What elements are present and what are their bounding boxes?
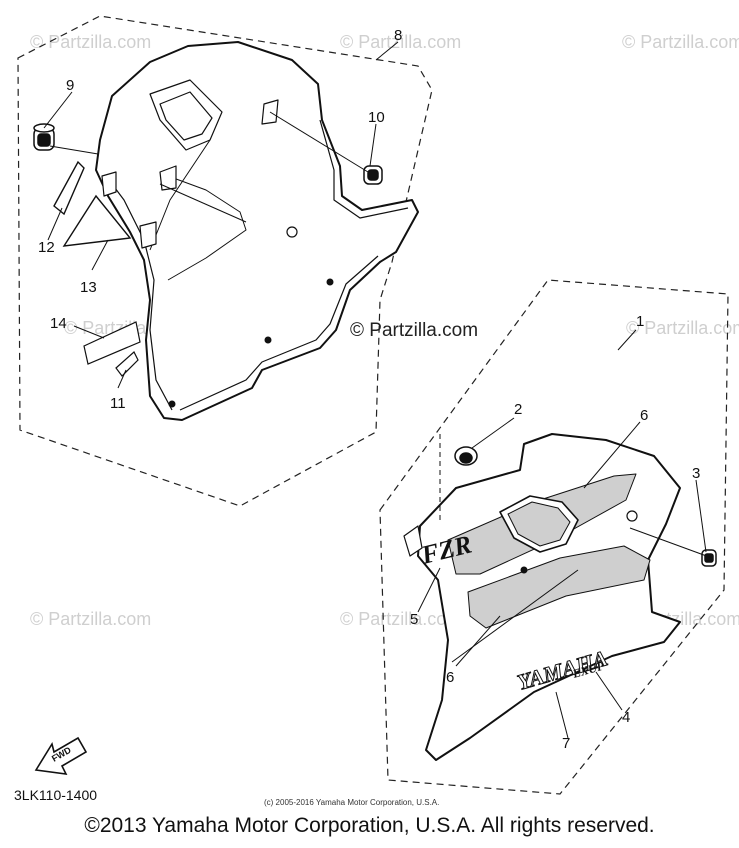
upper-cowling-hole: [286, 226, 298, 238]
watermark-center: © Partzilla.com: [350, 320, 478, 341]
side-cowling-rivet: [520, 566, 528, 574]
grommet-item-9: [33, 123, 55, 151]
callout-9: 9: [66, 77, 74, 94]
group-boundary-side-cowl: [379, 279, 729, 795]
callout-4: 4: [622, 709, 630, 726]
side-cowling-duct-inner: [507, 501, 571, 547]
leader-lines-side: [417, 329, 713, 739]
upper-cowling-clip-3: [101, 171, 117, 197]
callout-11: 11: [110, 395, 126, 412]
callout-5: 5: [410, 611, 418, 628]
upper-cowling-window: [159, 91, 213, 141]
watermark-1: © Partzilla.com: [30, 32, 151, 52]
callout-3: 3: [692, 465, 700, 482]
emblem-item-14: [83, 321, 141, 365]
grommet-item-10: [363, 165, 383, 185]
upper-cowling-inner-edge: [105, 119, 409, 411]
side-cowling-stripe-lower: [467, 545, 651, 629]
callout-8: 8: [394, 27, 402, 44]
side-cowling-bracket: [403, 525, 423, 557]
upper-cowling: [95, 41, 419, 421]
plate-item-13: [62, 194, 132, 247]
callout-12: 12: [38, 239, 55, 256]
watermark-3: © Partzilla.com: [622, 32, 739, 52]
upper-cowling-rivet-2: [326, 278, 334, 286]
damper-item-12: [53, 160, 85, 216]
callout-2: 2: [514, 401, 522, 418]
upper-cowling-rivet-1: [264, 336, 272, 344]
watermark-7: © Partzilla.com: [340, 609, 461, 629]
callout-6a: 6: [640, 407, 648, 424]
callout-14: 14: [50, 315, 67, 332]
callout-7: 7: [562, 735, 570, 752]
side-cowling: [403, 433, 681, 761]
upper-cowling-clip-4: [139, 221, 157, 249]
upper-cowling-clip-2: [159, 165, 177, 191]
callout-10: 10: [368, 109, 385, 126]
diagram-code: 3LK110-1400: [14, 787, 97, 803]
fwd-arrow: FWD: [34, 736, 88, 775]
callout-1: 1: [636, 313, 644, 330]
grommet-item-2: [454, 446, 478, 466]
small-copyright: (c) 2005-2016 Yamaha Motor Corporation, …: [264, 798, 439, 807]
watermark-2: © Partzilla.com: [340, 32, 461, 52]
group-boundary-upper-cowl: [17, 15, 433, 507]
callout-6b: 6: [446, 669, 454, 686]
upper-cowling-rivet-3: [168, 400, 176, 408]
side-cowling-hole: [626, 510, 638, 522]
grommet-item-3: [701, 549, 717, 567]
callout-13: 13: [80, 279, 97, 296]
watermark-6: © Partzilla.com: [30, 609, 151, 629]
footer-copyright: ©2013 Yamaha Motor Corporation, U.S.A. A…: [84, 814, 655, 837]
clip-item-11: [115, 351, 139, 377]
watermark-5: © Partzilla.com: [626, 318, 739, 338]
callouts: 8 9 10 12 13 14 11 1 2 6 3 5 6 4 7: [38, 27, 700, 752]
leader-lines-upper: [43, 41, 399, 389]
fwd-arrow-icon: [34, 736, 88, 775]
